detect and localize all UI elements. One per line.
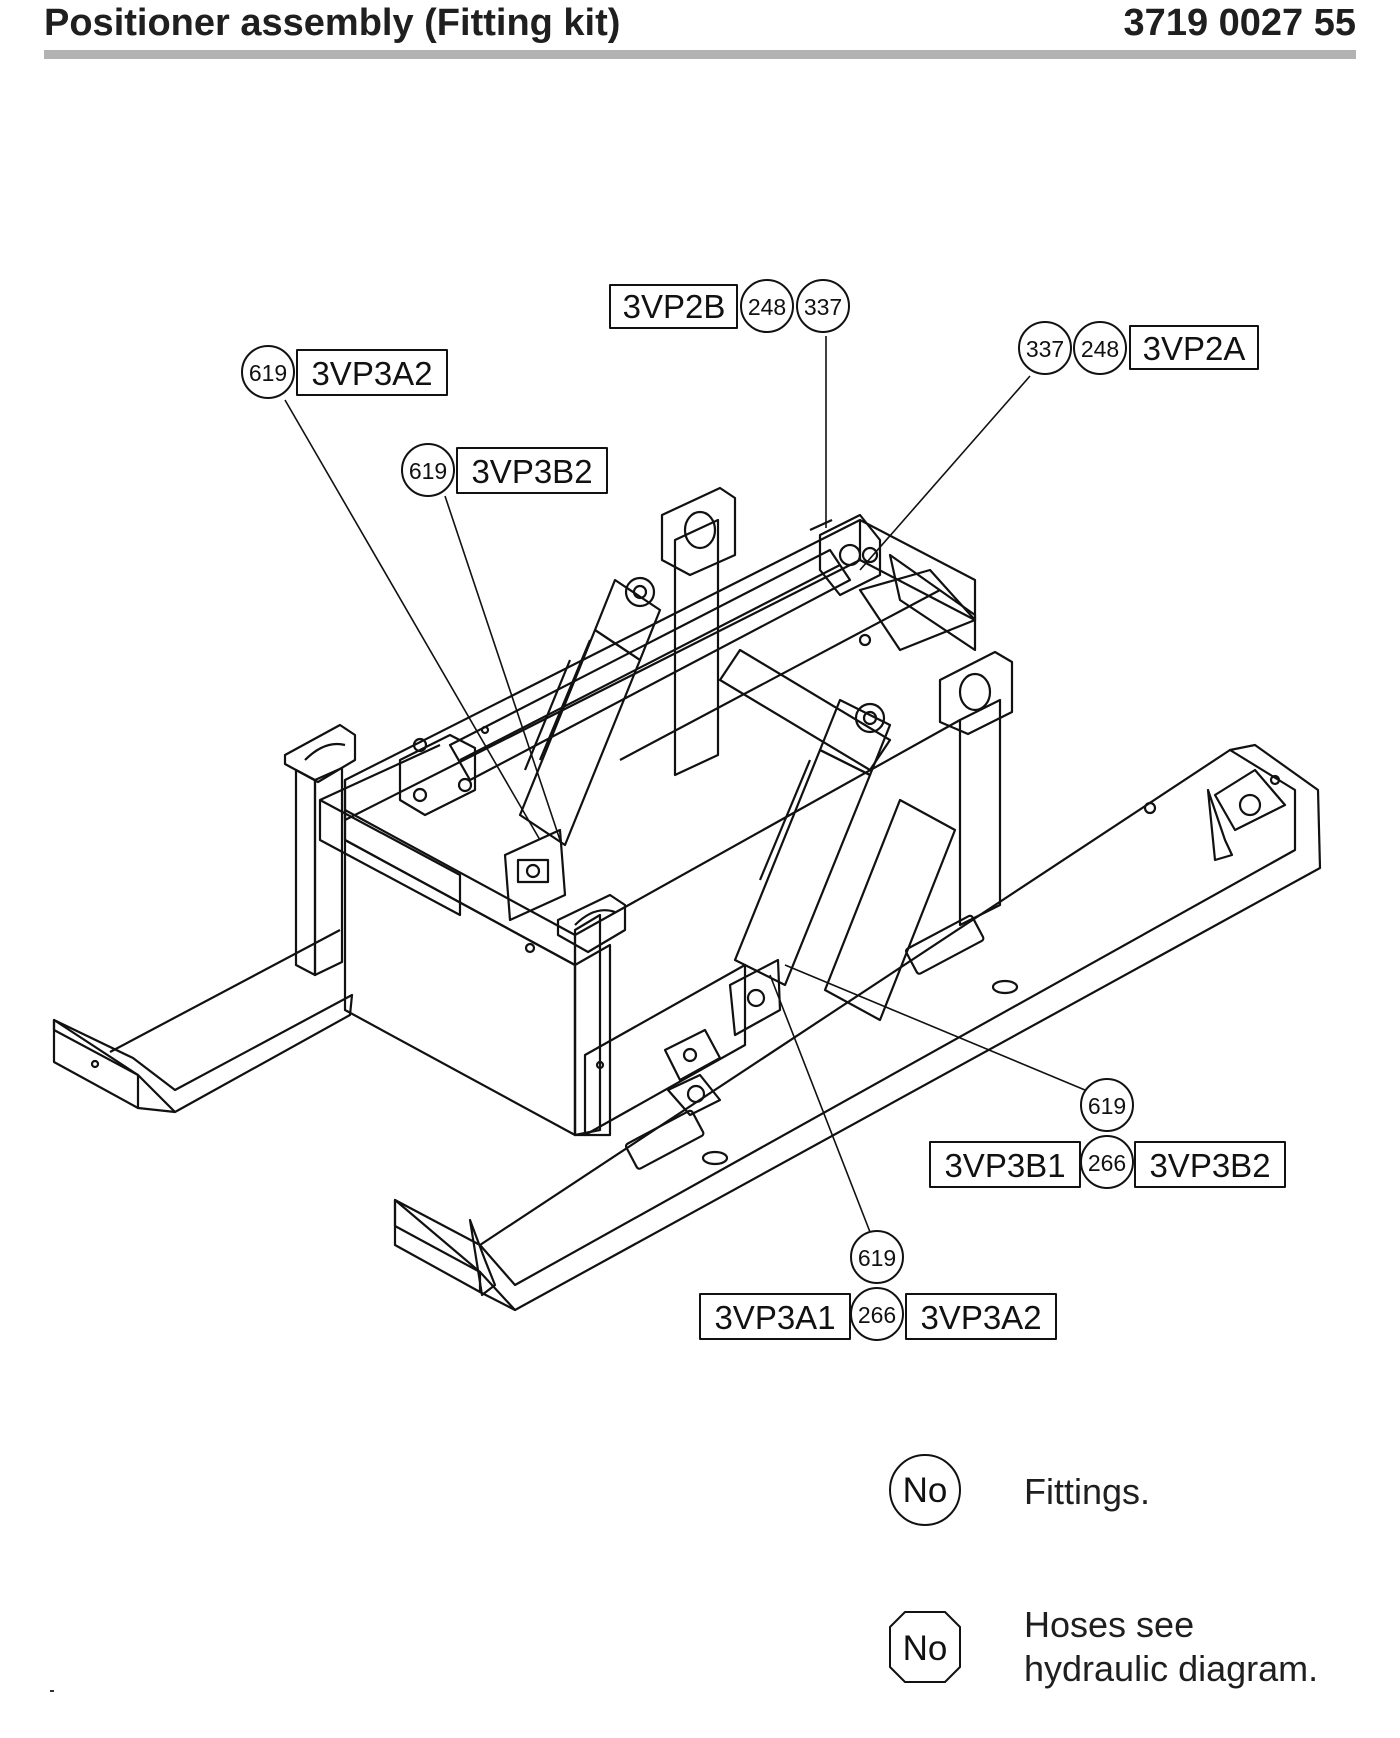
legend: No No xyxy=(889,1454,961,1683)
fitting-circle xyxy=(1073,321,1127,375)
frame-drawing xyxy=(52,486,1322,1312)
page-header: Positioner assembly (Fitting kit) 3719 0… xyxy=(44,0,1356,58)
page-title: Positioner assembly (Fitting kit) xyxy=(44,2,621,44)
legend-hoses-symbol: No xyxy=(889,1611,961,1683)
tag-box xyxy=(1129,325,1259,370)
fitting-circle xyxy=(1080,1078,1134,1132)
tag-label: 3VP3A1 xyxy=(714,1299,835,1336)
fitting-circle xyxy=(850,1287,904,1341)
legend-fittings-symbol: No xyxy=(889,1454,961,1526)
tag-label: 3VP3B1 xyxy=(944,1147,1065,1184)
fitting-number: 619 xyxy=(409,458,447,484)
tag-box xyxy=(905,1293,1057,1340)
leader-lines xyxy=(284,336,1086,1233)
tag-label: 3VP3A2 xyxy=(920,1299,1041,1336)
fitting-number: 248 xyxy=(748,294,786,320)
tag-box xyxy=(609,284,738,329)
tag-label: 3VP2B xyxy=(623,288,726,325)
fitting-number: 337 xyxy=(804,294,842,320)
legend-symbol-label: No xyxy=(903,1629,948,1668)
tag-box xyxy=(296,349,448,396)
header-rule xyxy=(44,50,1356,59)
fitting-circle xyxy=(241,345,295,399)
fitting-circle xyxy=(796,279,850,333)
callout-3vp3a1-3vp3a2: 619 3VP3A1 266 3VP3A2 xyxy=(699,1230,1057,1341)
fitting-number: 266 xyxy=(1088,1150,1126,1176)
callout-3vp2b: 3VP2B 248 337 xyxy=(609,279,850,333)
callouts: 3VP2B 248 337 337 248 3VP2A 619 3VP3A2 6… xyxy=(241,279,1286,1341)
tag-label: 3VP3B2 xyxy=(1149,1147,1270,1184)
tag-label: 3VP2A xyxy=(1143,330,1246,367)
callout-3vp3a2-upper: 619 3VP3A2 xyxy=(241,345,448,399)
fitting-circle xyxy=(1018,321,1072,375)
tag-box xyxy=(699,1293,851,1340)
fitting-number: 619 xyxy=(249,360,287,386)
tag-box xyxy=(1134,1141,1286,1188)
legend-symbol-label: No xyxy=(903,1471,948,1510)
part-number: 3719 0027 55 xyxy=(1123,2,1356,44)
fitting-circle xyxy=(1080,1135,1134,1189)
fitting-number: 266 xyxy=(858,1302,896,1328)
tag-label: 3VP3A2 xyxy=(311,355,432,392)
fitting-circle xyxy=(850,1230,904,1284)
tag-box xyxy=(456,447,608,494)
fitting-number: 619 xyxy=(858,1245,896,1271)
fitting-circle xyxy=(740,279,794,333)
legend-hoses-text-line2: hydraulic diagram. xyxy=(1024,1648,1319,1689)
callout-3vp3b2-upper: 619 3VP3B2 xyxy=(401,443,608,497)
legend-hoses-text-line1: Hoses see xyxy=(1024,1604,1195,1645)
tag-box xyxy=(929,1141,1081,1188)
fitting-number: 619 xyxy=(1088,1093,1126,1119)
callout-3vp2a: 337 248 3VP2A xyxy=(1018,321,1259,375)
fitting-number: 337 xyxy=(1026,336,1064,362)
tag-label: 3VP3B2 xyxy=(471,453,592,490)
callout-3vp3b1-3vp3b2: 619 3VP3B1 266 3VP3B2 xyxy=(929,1078,1286,1189)
stray-mark xyxy=(50,1690,54,1692)
fitting-circle xyxy=(401,443,455,497)
legend-fittings-text: Fittings. xyxy=(1024,1471,1151,1512)
fitting-number: 248 xyxy=(1081,336,1119,362)
